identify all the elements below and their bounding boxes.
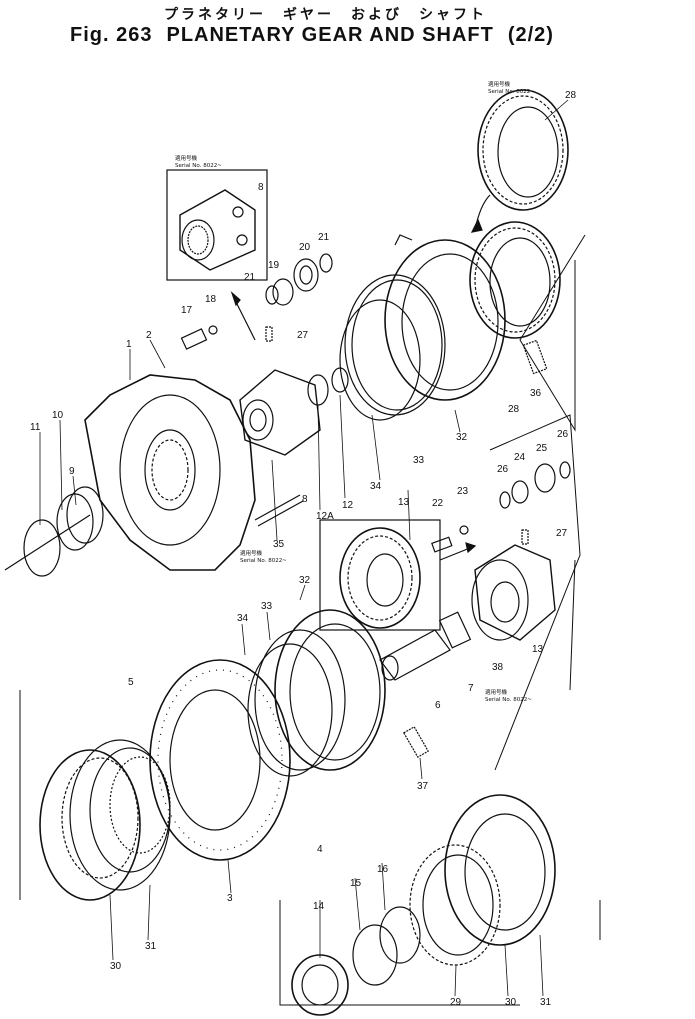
small-gear-parts	[180, 253, 333, 350]
part-label: 4	[317, 844, 323, 855]
serial-note-4-jp: 適用号機	[240, 549, 263, 557]
serial-note-3-en: Serial No. 8022~	[485, 697, 532, 703]
part-label: 36	[530, 388, 542, 399]
serial-note-2-jp: 適用号機	[488, 80, 511, 88]
part-label: 37	[417, 781, 429, 792]
part-label: 27	[556, 528, 568, 539]
part-label: 17	[181, 305, 193, 316]
clutch-ring-32-lower	[247, 609, 386, 777]
part-label: 12	[342, 500, 354, 511]
figure-page: (2/2)	[507, 24, 554, 46]
part-label: 25	[536, 443, 548, 454]
part-label: 33	[261, 601, 273, 612]
part-label: 3	[227, 893, 233, 904]
part-label: 34	[237, 613, 249, 624]
housing-1	[84, 374, 304, 571]
figure-name: PLANETARY GEAR AND SHAFT	[166, 24, 494, 46]
part-label: 26	[557, 429, 569, 440]
serial-note-1-jp: 適用号機	[175, 154, 198, 162]
planet-carrier-right	[431, 461, 571, 641]
part-label: 24	[514, 452, 526, 463]
part-label: 32	[456, 432, 468, 443]
part-label: 21	[318, 232, 330, 243]
part-label: 20	[299, 242, 311, 253]
part-label: 38	[492, 662, 504, 673]
part-label: 6	[435, 700, 441, 711]
part-label: 10	[52, 410, 64, 421]
part-label: 18	[205, 294, 217, 305]
part-label: 13	[532, 644, 544, 655]
part-label: 5	[128, 677, 134, 688]
serial-note-4-en: Serial No. 8022~	[240, 558, 287, 564]
bearing-and-rings	[291, 906, 421, 1016]
clutch-ring-32-top	[384, 234, 506, 401]
serial-note-3-jp: 適用号機	[485, 688, 508, 696]
figure-number: Fig. 263	[70, 24, 153, 46]
part-label: 2	[146, 330, 152, 341]
seal-rings-9-10-11	[4, 486, 104, 577]
part-label: 23	[457, 486, 469, 497]
bracket-lines	[19, 234, 601, 1006]
part-label: 27	[297, 330, 309, 341]
part-label: 26	[497, 464, 509, 475]
sun-gear-13	[319, 519, 441, 631]
part-label: 14	[313, 901, 325, 912]
part-label: 21	[244, 272, 256, 283]
part-label: 11	[30, 422, 41, 433]
pin-37	[402, 726, 430, 758]
part-label: 34	[370, 481, 382, 492]
part-label: 9	[69, 466, 75, 477]
seal-rings-33-34	[339, 274, 446, 421]
part-label: 19	[268, 260, 280, 271]
part-label: 7	[468, 683, 474, 694]
part-label: 35	[273, 539, 285, 550]
part-label: 31	[145, 941, 157, 952]
part-label: 29	[450, 997, 462, 1008]
part-label: 28	[508, 404, 520, 415]
part-label: 31	[540, 997, 552, 1008]
planet-carrier-8	[230, 291, 349, 456]
ring-gear-28-lower	[469, 221, 561, 339]
pin-36	[522, 339, 548, 375]
part-label: 30	[505, 997, 517, 1008]
disc-pack-left	[39, 739, 171, 901]
serial-note-1-en: Serial No. 8022~	[175, 163, 222, 169]
part-label: 8	[258, 182, 264, 193]
part-label: 28	[565, 90, 577, 101]
shaft-6	[379, 611, 472, 681]
ring-gear-28-top: 適用号機 Serial No. 8022~	[470, 80, 569, 233]
part-label: 1	[126, 339, 132, 350]
part-label: 8	[302, 494, 308, 505]
figure-title: Fig. 263 PLANETARY GEAR AND SHAFT (2/2)	[70, 24, 568, 47]
part-label: 22	[432, 498, 444, 509]
part-label: 30	[110, 961, 122, 972]
serial-box-top: 適用号機 Serial No. 8022~	[166, 154, 268, 281]
part-label: 33	[413, 455, 425, 466]
disc-pack-right	[409, 794, 556, 966]
title-japanese: プラネタリー ギヤー および シャフト	[164, 7, 487, 23]
part-label: 12A	[316, 511, 334, 522]
part-label: 13	[398, 497, 410, 508]
piston-3	[149, 659, 291, 861]
part-label: 32	[299, 575, 311, 586]
leader-lines	[39, 99, 569, 997]
